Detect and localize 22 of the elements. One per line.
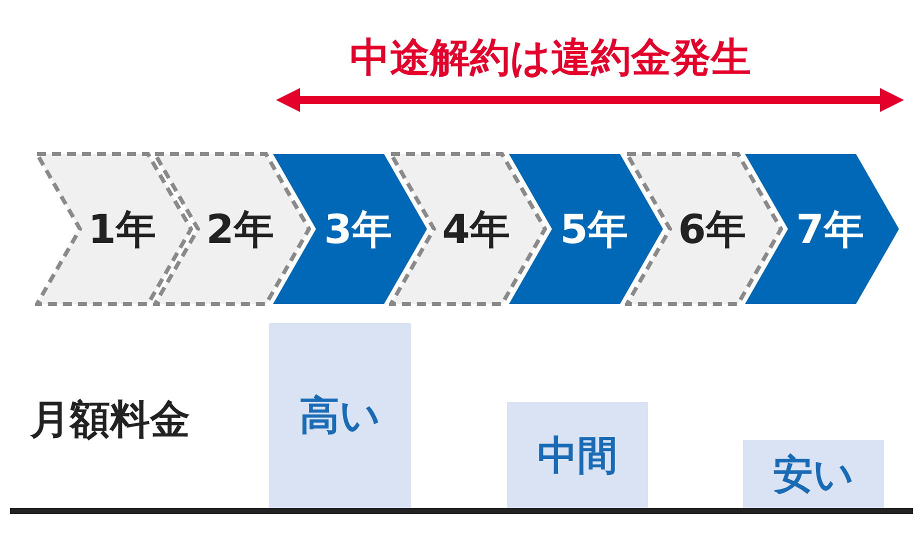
fee-label: 安い: [773, 450, 854, 500]
chevron-step: [625, 152, 783, 306]
chevron-step: [271, 152, 429, 306]
step-label: 5年: [560, 206, 628, 254]
chevron-step: [743, 152, 901, 306]
chevron-step: [35, 152, 193, 306]
chevron-step: [389, 152, 547, 306]
step-label: 4年: [442, 206, 510, 254]
step-label: 2年: [206, 206, 274, 254]
step-label: 1年: [88, 206, 156, 254]
span-title: 中途解約は違約金発生: [350, 34, 751, 83]
fee-bar: [507, 402, 648, 508]
fee-label: 高い: [300, 392, 380, 441]
fee-bar: [743, 440, 884, 508]
chevron-step: [153, 152, 311, 306]
step-label: 3年: [324, 206, 392, 254]
step-label: 6年: [678, 206, 746, 254]
fee-bar: [269, 323, 411, 508]
fee-heading: 月額料金: [30, 396, 190, 445]
chevron-step: [507, 152, 665, 306]
fee-label: 中間: [538, 432, 618, 480]
step-label: 7年: [796, 206, 864, 254]
